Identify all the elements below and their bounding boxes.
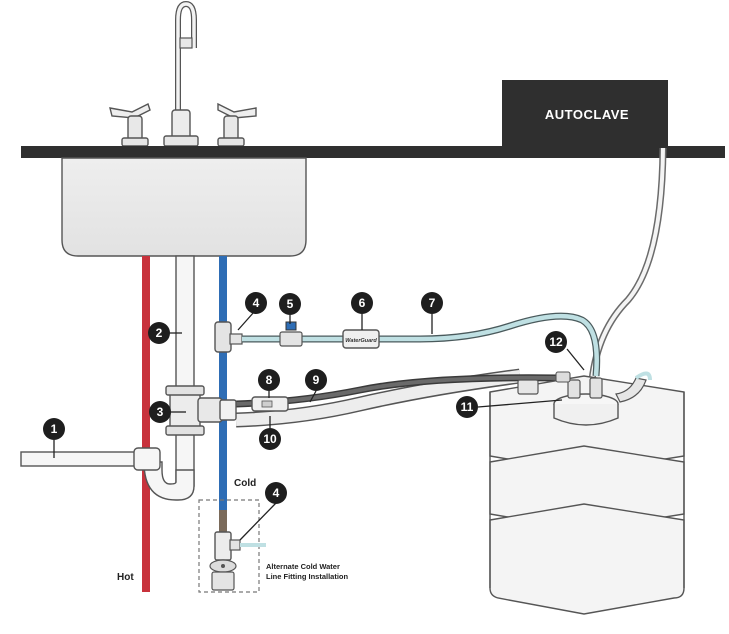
alternate-installation	[198, 499, 266, 593]
callout-1: 1	[43, 418, 65, 440]
autoclave-unit: AUTOCLAVE	[502, 80, 668, 148]
countertop	[21, 146, 725, 158]
svg-text:8: 8	[266, 373, 273, 387]
callout-6: 6	[351, 292, 373, 314]
callout-2: 2	[148, 322, 170, 344]
svg-text:9: 9	[313, 373, 320, 387]
filter-text: WaterGuard	[345, 338, 377, 344]
shutoff-valve	[279, 321, 303, 347]
drain-tubes	[235, 368, 561, 428]
branch-drain-line	[20, 447, 161, 471]
hot-line	[142, 256, 150, 592]
callout-5: 5	[279, 293, 301, 315]
autoclave-label: AUTOCLAVE	[545, 107, 629, 122]
svg-text:4: 4	[273, 486, 280, 500]
svg-text:7: 7	[429, 296, 436, 310]
svg-text:6: 6	[359, 296, 366, 310]
svg-text:5: 5	[287, 297, 294, 311]
alternate-label-line1: Alternate Cold Water	[266, 562, 340, 571]
alternate-label-line2: Line Fitting Installation	[266, 572, 348, 581]
svg-text:12: 12	[549, 335, 563, 349]
svg-text:2: 2	[156, 326, 163, 340]
leader-lines	[53, 311, 585, 541]
svg-text:11: 11	[461, 400, 474, 414]
svg-text:10: 10	[263, 432, 277, 446]
callout-12: 12	[545, 331, 567, 353]
cold-label: Cold	[234, 478, 256, 489]
svg-text:3: 3	[157, 405, 164, 419]
autoclave-drain-tube	[588, 147, 667, 381]
callout-11: 11	[456, 396, 478, 418]
sink-basin	[61, 157, 307, 257]
callout-4: 4	[245, 292, 267, 314]
callout-9: 9	[305, 369, 327, 391]
faucet	[109, 0, 257, 147]
svg-text:1: 1	[51, 422, 58, 436]
svg-text:4: 4	[253, 296, 260, 310]
cold-line	[219, 256, 227, 512]
callout-4-alternate: 4	[265, 482, 287, 504]
callout-10: 10	[259, 428, 281, 450]
reservoir-tank	[489, 371, 685, 615]
left-handle	[109, 103, 151, 147]
callout-3: 3	[149, 401, 171, 423]
callout-7: 7	[421, 292, 443, 314]
callout-8: 8	[258, 369, 280, 391]
cold-tee-fitting	[214, 321, 243, 353]
right-handle	[217, 102, 257, 147]
inline-filter: WaterGuard	[342, 329, 380, 349]
hot-label: Hot	[117, 572, 134, 583]
